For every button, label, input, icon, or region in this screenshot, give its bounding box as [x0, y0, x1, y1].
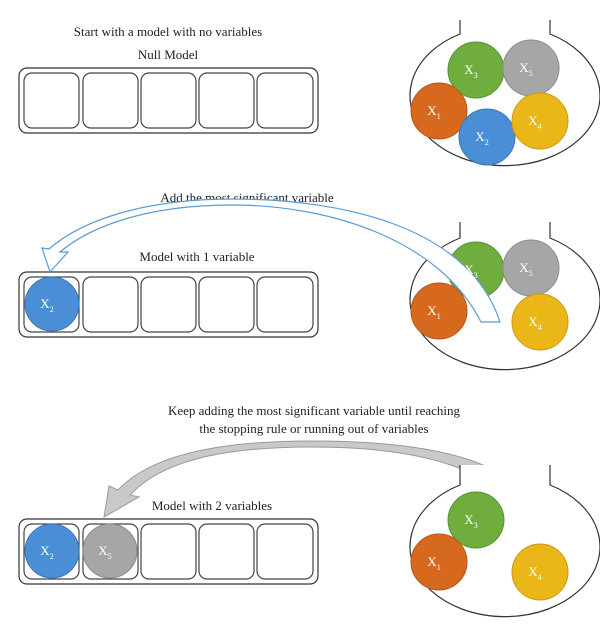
model-slot-5 [256, 523, 314, 580]
curved-arrow [103, 440, 541, 519]
step-1-caption: Start with a model with no variables [74, 24, 262, 39]
model-slot-1 [23, 72, 80, 129]
model-slot-5 [256, 72, 314, 129]
step-3-model-label: Model with 2 variables [152, 498, 272, 513]
step-3-model-slots [18, 518, 319, 585]
pool-ball-x4 [511, 293, 569, 351]
pool-ball-x1 [410, 533, 468, 591]
move-arrow-step-3 [103, 440, 541, 519]
pool-ball-x5 [502, 239, 560, 297]
step-3-variable-pool [409, 465, 600, 618]
pool-ball-x4 [511, 92, 569, 150]
step-2-one-variable: Add the most significant variable Model … [18, 190, 600, 371]
step-2-model-slots [18, 271, 319, 338]
pool-ball-x3 [447, 491, 505, 549]
pool-ball-x1 [410, 282, 468, 340]
model-ball-x5 [82, 523, 138, 579]
model-slot-3 [140, 276, 197, 333]
pool-ball-x5 [502, 39, 560, 97]
model-slot-4 [198, 72, 255, 129]
model-slot-4 [198, 523, 255, 580]
model-ball-x2 [24, 523, 80, 579]
model-slot-2 [82, 72, 139, 129]
move-arrow-step-2 [41, 198, 501, 323]
step-3-two-variables: Keep adding the most significant variabl… [18, 403, 600, 618]
step-2-variable-pool [409, 222, 600, 371]
curved-arrow [41, 198, 501, 323]
step-1-model-slots [18, 67, 319, 134]
step-1-model-label: Null Model [138, 47, 199, 62]
step-1-variable-pool [409, 20, 600, 167]
model-slot-4 [198, 276, 255, 333]
model-slot-2 [82, 276, 139, 333]
model-ball-x2 [24, 276, 80, 332]
model-slot-5 [256, 276, 314, 333]
pool-ball-x2 [458, 108, 516, 166]
step-1-null-model: Start with a model with no variables Nul… [18, 20, 600, 167]
step-2-model-label: Model with 1 variable [139, 249, 254, 264]
step-3-caption-line-1: Keep adding the most significant variabl… [168, 403, 461, 418]
model-slot-3 [140, 523, 197, 580]
pool-ball-x4 [511, 543, 569, 601]
pool-ball-x1 [410, 82, 468, 140]
step-3-caption-line-2: the stopping rule or running out of vari… [199, 421, 428, 436]
model-slot-3 [140, 72, 197, 129]
